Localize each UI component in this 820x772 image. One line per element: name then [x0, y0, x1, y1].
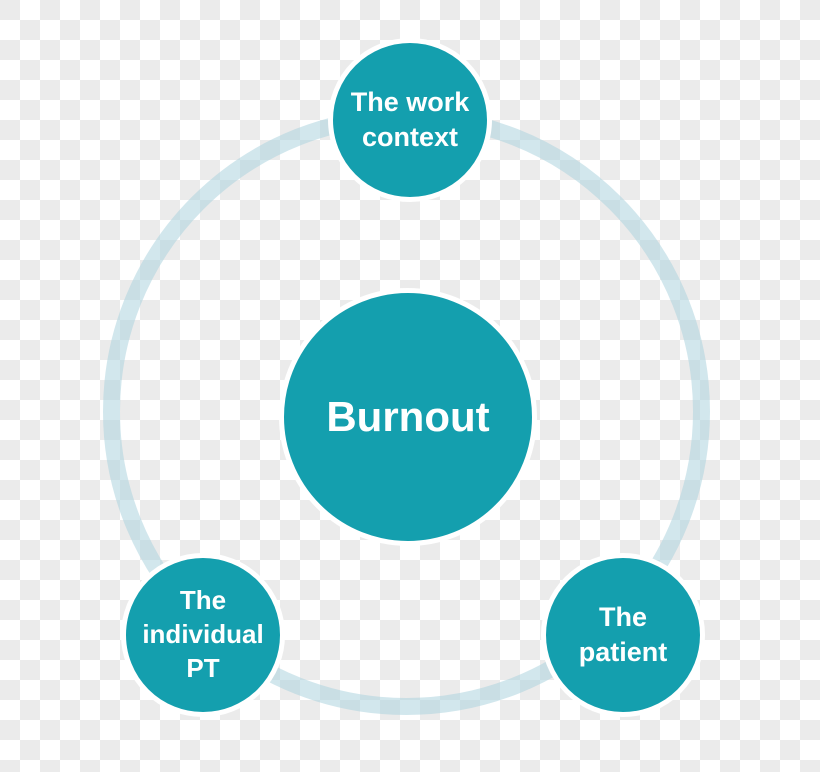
node-burnout-label: Burnout	[326, 392, 490, 440]
node-patient: The patient	[541, 553, 705, 717]
node-individual-pt: The individual PT	[121, 553, 285, 717]
node-work-context-label: The work context	[350, 86, 470, 152]
node-work-context: The work context	[328, 38, 492, 202]
node-individual-pt-label: The individual PT	[142, 585, 264, 683]
node-burnout-center: Burnout	[279, 288, 537, 546]
node-patient-label: The patient	[578, 601, 668, 667]
